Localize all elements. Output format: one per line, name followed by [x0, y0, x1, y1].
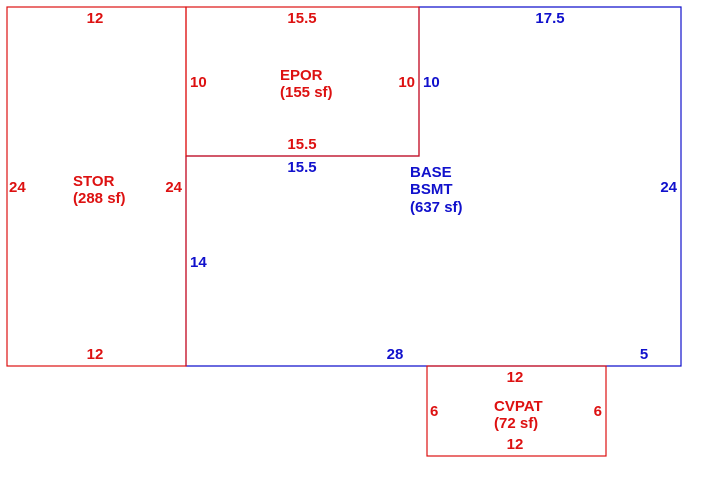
stor-area: (288 sf)	[73, 190, 126, 207]
epor-outline	[185, 6, 420, 157]
base-dim-left-lower: 14	[190, 254, 207, 271]
base-dim-left-upper: 10	[423, 74, 440, 91]
base-dim-bottom: 28	[387, 346, 404, 363]
stor-dim-bottom: 12	[87, 346, 104, 363]
cvpat-dim-bottom: 12	[507, 436, 524, 453]
base-area: (637 sf)	[410, 199, 463, 216]
cvpat-area: (72 sf)	[494, 415, 538, 432]
epor-dim-top: 15.5	[287, 10, 316, 27]
base-dim-bottom-right: 5	[640, 346, 648, 363]
cvpat-dim-left: 6	[430, 403, 438, 420]
base-code-line2: BSMT	[410, 181, 453, 198]
stor-dim-top: 12	[87, 10, 104, 27]
base-dim-right: 24	[660, 179, 677, 196]
epor-dim-right: 10	[398, 74, 415, 91]
base-dim-top-left: 15.5	[287, 159, 316, 176]
epor-code: EPOR	[280, 67, 323, 84]
stor-outline	[6, 6, 187, 367]
base-dim-top: 17.5	[535, 10, 564, 27]
cvpat-outline	[426, 365, 607, 457]
epor-area: (155 sf)	[280, 84, 333, 101]
cvpat-dim-top: 12	[507, 369, 524, 386]
epor-dim-bottom: 15.5	[287, 136, 316, 153]
cvpat-dim-right: 6	[594, 403, 602, 420]
base-code-line1: BASE	[410, 164, 452, 181]
stor-code: STOR	[73, 173, 115, 190]
cvpat-code: CVPAT	[494, 398, 543, 415]
stor-dim-left: 24	[9, 179, 26, 196]
epor-dim-left: 10	[190, 74, 207, 91]
stor-dim-right: 24	[165, 179, 182, 196]
